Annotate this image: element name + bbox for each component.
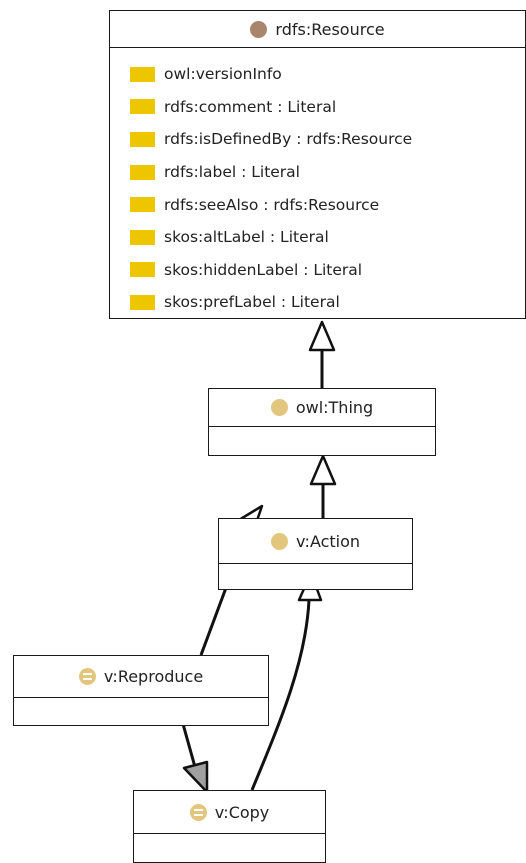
attribute-item[interactable]: skos:altLabel : Literal: [110, 221, 525, 254]
attribute-label: skos:hiddenLabel : Literal: [164, 260, 363, 279]
attribute-label: rdfs:comment : Literal: [164, 97, 337, 116]
property-swatch-icon: [130, 164, 155, 180]
attribute-item[interactable]: owl:versionInfo: [110, 58, 525, 91]
attribute-label: skos:altLabel : Literal: [164, 228, 329, 247]
class-name: v:Reproduce: [103, 667, 204, 686]
class-header: v:Copy: [134, 791, 325, 834]
class-name: v:Action: [295, 531, 361, 551]
hollow-arrowhead: [308, 320, 336, 352]
class-box-rdfs-resource[interactable]: rdfs:Resource owl:versionInfo rdfs:commen…: [109, 10, 526, 319]
attribute-label: rdfs:isDefinedBy : rdfs:Resource: [164, 130, 413, 149]
class-box-v-reproduce[interactable]: v:Reproduce: [13, 655, 269, 726]
attribute-label: rdfs:label : Literal: [164, 163, 300, 182]
attribute-list: owl:versionInfo rdfs:comment : Literal rdf…: [110, 48, 525, 319]
attribute-item[interactable]: skos:hiddenLabel : Literal: [110, 254, 525, 287]
property-swatch-icon: [130, 197, 155, 213]
attribute-label: rdfs:seeAlso : rdfs:Resource: [164, 195, 380, 214]
equivalent-class-icon: [189, 803, 207, 821]
subclass-edge-thing-to-resource[interactable]: [308, 320, 336, 388]
filled-arrowhead-down: [182, 760, 209, 794]
class-circle-icon: [250, 20, 268, 38]
class-header: v:Action: [219, 519, 412, 564]
class-header: rdfs:Resource: [110, 11, 525, 48]
subclass-edge-action-to-thing[interactable]: [309, 454, 337, 518]
class-header: v:Reproduce: [14, 656, 268, 698]
class-name: v:Copy: [214, 802, 270, 822]
class-box-v-action[interactable]: v:Action: [218, 518, 413, 590]
property-swatch-icon: [130, 99, 155, 115]
property-swatch-icon: [130, 131, 155, 147]
equivalent-class-icon: [78, 668, 96, 685]
class-box-v-copy[interactable]: v:Copy: [133, 790, 326, 863]
attribute-label: owl:versionInfo: [164, 65, 282, 84]
attribute-item[interactable]: skos:prefLabel : Literal: [110, 286, 525, 319]
property-swatch-icon: [130, 229, 155, 245]
edge-line: [250, 599, 311, 791]
attribute-item[interactable]: rdfs:label : Literal: [110, 156, 525, 189]
class-circle-icon: [270, 399, 288, 416]
property-swatch-icon: [130, 66, 155, 82]
class-box-owl-thing[interactable]: owl:Thing: [208, 388, 436, 456]
attribute-label: skos:prefLabel : Literal: [164, 293, 340, 312]
property-swatch-icon: [130, 262, 155, 278]
class-header: owl:Thing: [209, 389, 435, 427]
class-name: owl:Thing: [295, 398, 374, 417]
attribute-item[interactable]: rdfs:seeAlso : rdfs:Resource: [110, 188, 525, 221]
property-swatch-icon: [130, 294, 155, 310]
attribute-item[interactable]: rdfs:isDefinedBy : rdfs:Resource: [110, 123, 525, 156]
class-name: rdfs:Resource: [275, 19, 385, 39]
class-circle-icon: [270, 532, 288, 550]
hollow-arrowhead: [309, 454, 337, 486]
attribute-item[interactable]: rdfs:comment : Literal: [110, 91, 525, 124]
